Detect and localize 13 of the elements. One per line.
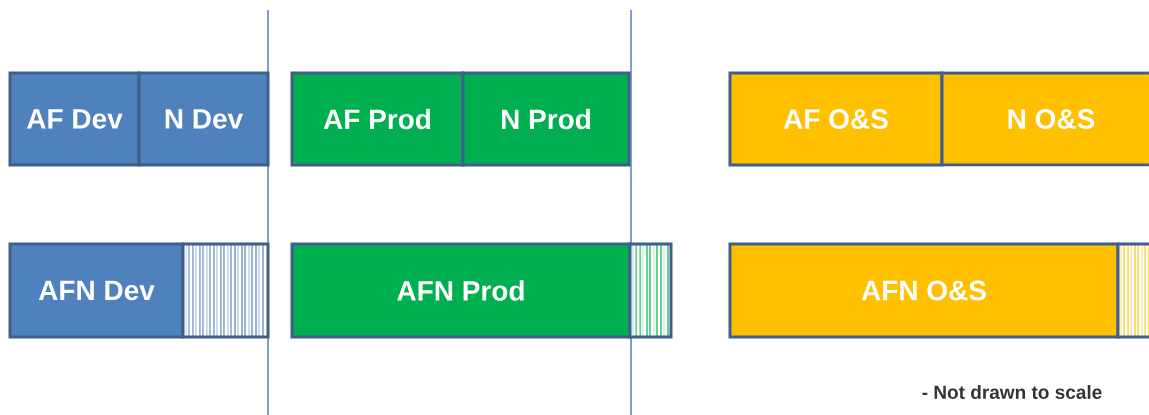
phase-box: N Dev	[137, 71, 270, 167]
hatched-box	[628, 242, 673, 339]
note: - Not drawn to scale	[922, 385, 1102, 399]
phase-box: AF Prod	[290, 71, 465, 167]
phase-box: AF O&S	[728, 71, 944, 167]
phase-box: N Prod	[461, 71, 631, 167]
phase-box: AFN O&S	[728, 242, 1120, 339]
hatched-box	[181, 242, 270, 339]
hatched-box	[1116, 242, 1149, 339]
phase-box: AFN Prod	[290, 242, 632, 339]
phase-box: AFN Dev	[8, 242, 185, 339]
phase-box: N O&S	[940, 71, 1149, 167]
phase-box: AF Dev	[8, 71, 141, 167]
